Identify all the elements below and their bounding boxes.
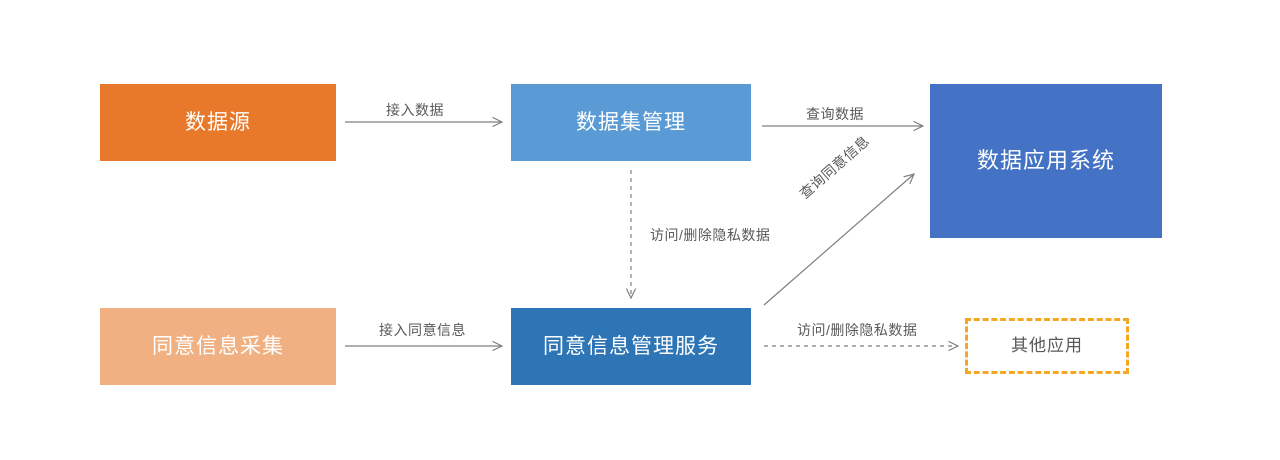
edge-label-access-delete-private-data-vertical: 访问/删除隐私数据 (650, 227, 771, 243)
node-data-application-system-label: 数据应用系统 (976, 147, 1115, 173)
node-dataset-management-label: 数据集管理 (576, 110, 686, 134)
node-other-applications[interactable]: 其他应用 (965, 318, 1129, 374)
node-data-source-label: 数据源 (185, 110, 251, 134)
edge-label-query-consent-info: 查询同意信息 (796, 132, 873, 202)
node-data-application-system[interactable]: 数据应用系统 (930, 84, 1162, 238)
edge-label-ingest-data: 接入数据 (386, 102, 444, 118)
node-consent-management-service[interactable]: 同意信息管理服务 (511, 308, 751, 385)
node-consent-collection[interactable]: 同意信息采集 (100, 308, 336, 385)
node-other-applications-label: 其他应用 (1011, 335, 1083, 355)
edge-label-query-data: 查询数据 (806, 106, 864, 122)
edge-label-ingest-consent-info: 接入同意信息 (379, 322, 466, 338)
node-consent-collection-label: 同意信息采集 (152, 334, 284, 358)
edge-query-consent-line (763, 174, 914, 306)
edge-label-access-delete-private-data-bottom: 访问/删除隐私数据 (797, 322, 918, 338)
node-data-source[interactable]: 数据源 (100, 84, 336, 161)
node-dataset-management[interactable]: 数据集管理 (511, 84, 751, 161)
node-consent-management-service-label: 同意信息管理服务 (543, 334, 719, 358)
